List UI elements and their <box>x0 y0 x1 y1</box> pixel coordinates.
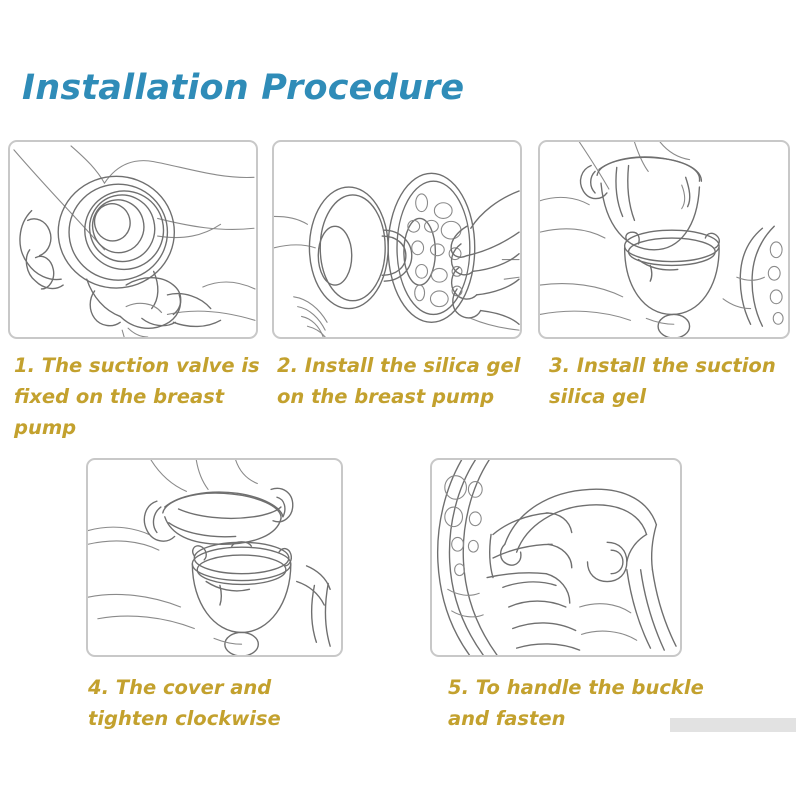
page-title: Installation Procedure <box>22 68 465 108</box>
step-1-illustration-panel <box>8 140 258 339</box>
step-4-line-art <box>88 460 331 655</box>
step-1-line-art <box>13 145 256 337</box>
step-3-line-art <box>540 142 784 337</box>
step-5-caption: 5. To handle the buckle and fasten <box>448 676 704 730</box>
step-5-line-art <box>436 460 677 655</box>
step-4-illustration-panel <box>86 458 343 657</box>
step-1-caption: 1. The suction valve is fixed on the bre… <box>14 354 260 439</box>
step-3-caption: 3. Install the suction silica gel <box>549 354 776 408</box>
step-4-caption: 4. The cover and tighten clockwise <box>88 676 281 730</box>
step-2-illustration-panel <box>272 140 522 339</box>
step-2-caption: 2. Install the silica gel on the breast … <box>277 354 521 408</box>
bottom-gray-bar <box>670 718 796 732</box>
step-2-line-art <box>274 172 520 337</box>
step-5-illustration-panel <box>430 458 682 657</box>
step-3-illustration-panel <box>538 140 790 339</box>
